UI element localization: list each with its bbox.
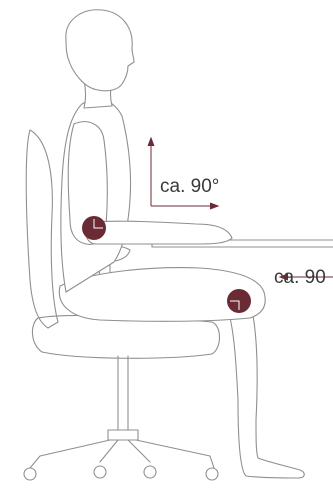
horizontal-arrow-head-icon (210, 203, 218, 209)
elbow-angle-label: ca. 90° (160, 176, 219, 197)
knee-joint (227, 289, 251, 313)
elbow-joint (82, 216, 106, 240)
chair-backrest (26, 130, 58, 328)
person-forearm (86, 221, 232, 244)
person-head (66, 10, 134, 91)
chair-caster-2 (94, 466, 106, 478)
knee-angle-label: ca. 90 (274, 267, 326, 288)
chair-caster-4 (206, 468, 218, 480)
chair-column (118, 356, 128, 430)
chair-caster-1 (24, 468, 36, 480)
chair-seat (32, 315, 219, 358)
vertical-arrow-head-icon (148, 138, 154, 146)
chair-column-base (108, 430, 138, 440)
chair-base-legs (30, 440, 214, 468)
elbow-angle-arrows (148, 138, 218, 209)
person (59, 10, 304, 478)
chair-caster-3 (144, 466, 156, 478)
